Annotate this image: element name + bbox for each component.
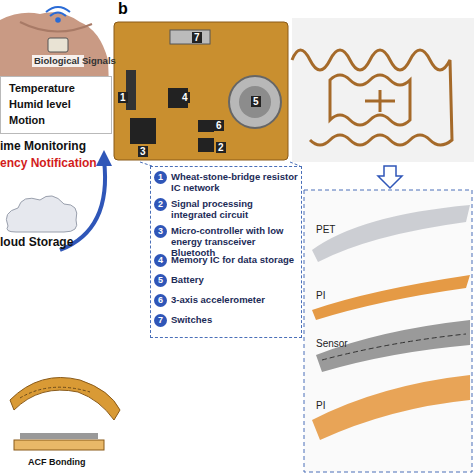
- component-list-box: Wheat-stone-bridge resistor IC networkSi…: [150, 166, 302, 338]
- layers-frame: [304, 190, 472, 472]
- callout-number: 4: [180, 92, 190, 103]
- pet-layer: [312, 205, 470, 262]
- sensor-photo-bg: [292, 18, 474, 162]
- component-description: Wheat-stone-bridge resistor IC network: [171, 172, 299, 194]
- callout-number: 2: [216, 142, 226, 153]
- component-description: Signal processing integrated circuit: [171, 199, 299, 221]
- bonding-label: ACF Bonding: [28, 458, 86, 468]
- component-description: Switches: [171, 315, 299, 326]
- chest-device: [48, 38, 68, 52]
- pcb-board: [114, 22, 288, 160]
- wifi-icon: [46, 7, 70, 22]
- layer-label: PET: [316, 224, 335, 235]
- flex-traces: [20, 387, 90, 398]
- pi-layer: [312, 375, 470, 440]
- measure-item: Humid level: [9, 98, 71, 111]
- feature-label: loud Storage: [0, 236, 73, 249]
- callout-number: 3: [138, 146, 148, 157]
- callout-number: 2: [154, 198, 167, 211]
- down-arrow: [378, 166, 402, 188]
- feature-label: ency Notification: [0, 157, 97, 170]
- callout-number: 6: [214, 120, 224, 131]
- callout-number: 4: [154, 254, 167, 267]
- cloud-shape: [6, 196, 76, 232]
- layer-label: PI: [316, 290, 325, 301]
- component-description: Battery: [171, 275, 299, 286]
- callout-number: 7: [154, 314, 167, 327]
- layer-label: PI: [316, 400, 325, 411]
- feature-label: ime Monitoring: [0, 140, 86, 153]
- callout-number: 7: [192, 32, 202, 43]
- measure-item: Motion: [9, 114, 45, 127]
- callout-number: 5: [154, 274, 167, 287]
- bridge-chip: [126, 70, 136, 110]
- component-description: Micro-controller with low energy transce…: [171, 226, 299, 259]
- battery-cell: [239, 86, 271, 118]
- mcu-chip: [130, 118, 156, 144]
- collarbone: [20, 22, 92, 32]
- callout-number: 3: [154, 225, 167, 238]
- callout-number: 1: [118, 92, 128, 103]
- signal-label: Biological Signals: [34, 56, 116, 66]
- component-description: 3-axis accelerometer: [171, 295, 299, 306]
- accel-chip: [198, 138, 214, 152]
- arrow-head: [96, 150, 112, 166]
- measure-item: Temperature: [9, 82, 75, 95]
- acf-film: [20, 433, 98, 439]
- callout-number: 5: [251, 96, 261, 107]
- panel-letter: b: [118, 0, 128, 18]
- layer-label: Sensor: [316, 338, 348, 349]
- photo-bg: [110, 18, 292, 162]
- sensor-layer: [316, 320, 470, 372]
- memory-chip: [198, 120, 214, 132]
- serpentine-traces: [292, 50, 452, 145]
- component-description: Memory IC for data storage: [171, 255, 299, 266]
- switch-part: [170, 30, 210, 44]
- callout-number: 1: [154, 171, 167, 184]
- acf-layer: [14, 440, 104, 450]
- sensor-info-box: TemperatureHumid levelMotion: [0, 76, 112, 134]
- battery-holder: [229, 76, 281, 128]
- callout-number: 6: [154, 294, 167, 307]
- flex-device: [10, 378, 120, 421]
- pi-layer: [312, 275, 470, 320]
